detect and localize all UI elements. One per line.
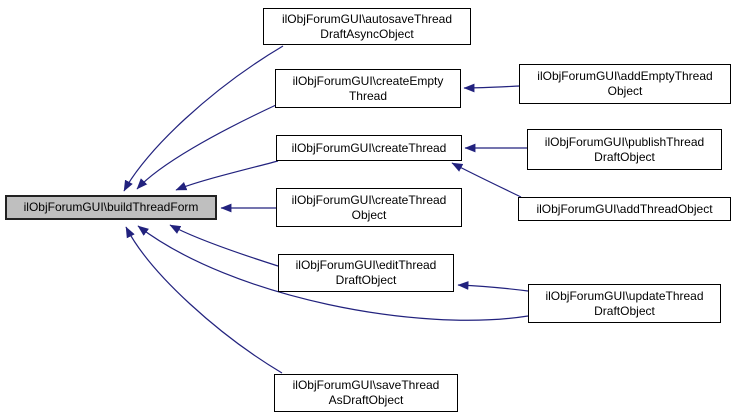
node-label: ilObjForumGUI\createEmpty Thread [292,73,444,103]
node-saveThreadAsDraftObject[interactable]: ilObjForumGUI\saveThread AsDraftObject [274,374,458,412]
node-createThreadObject[interactable]: ilObjForumGUI\createThread Object [276,188,462,227]
node-label: ilObjForumGUI\publishThread DraftObject [544,134,705,164]
edge-saveThreadAsDraftObject-buildThreadForm [125,226,283,374]
node-createEmptyThread[interactable]: ilObjForumGUI\createEmpty Thread [275,69,461,108]
node-label: ilObjForumGUI\autosaveThread DraftAsyncO… [281,11,453,41]
node-label: ilObjForumGUI\editThread DraftObject [295,258,437,287]
node-autosaveThreadDraftAsyncObject[interactable]: ilObjForumGUI\autosaveThread DraftAsyncO… [263,8,471,45]
node-label: ilObjForumGUI\addThreadObject [536,201,713,216]
edge-updateThreadDraftObject-editThreadDraftObject [457,281,529,292]
node-updateThreadDraftObject[interactable]: ilObjForumGUI\updateThread DraftObject [528,284,721,323]
node-label: ilObjForumGUI\addEmptyThread Object [537,69,713,98]
node-label: ilObjForumGUI\createThread Object [291,192,447,222]
edge-addEmptyThreadObject-createEmptyThread [463,83,520,93]
node-editThreadDraftObject[interactable]: ilObjForumGUI\editThread DraftObject [278,254,454,292]
edge-updateThreadDraftObject-buildThreadForm [137,225,529,321]
edge-addThreadObject-createThread [451,162,522,198]
node-addEmptyThreadObject[interactable]: ilObjForumGUI\addEmptyThread Object [519,64,731,104]
node-buildThreadForm: ilObjForumGUI\buildThreadForm [5,195,217,220]
node-label: ilObjForumGUI\buildThreadForm [23,200,199,214]
node-label: ilObjForumGUI\createThread [291,140,447,155]
edge-createEmptyThread-buildThreadForm [136,104,277,190]
edge-editThreadDraftObject-buildThreadForm [169,224,279,267]
node-createThread[interactable]: ilObjForumGUI\createThread [276,135,462,161]
node-addThreadObject[interactable]: ilObjForumGUI\addThreadObject [518,197,731,221]
node-label: ilObjForumGUI\updateThread DraftObject [545,288,704,318]
node-label: ilObjForumGUI\saveThread AsDraftObject [292,378,440,407]
node-publishThreadDraftObject[interactable]: ilObjForumGUI\publishThread DraftObject [527,129,722,170]
edge-createThread-buildThreadForm [175,160,279,191]
edge-autosaveThreadDraftAsyncObject-buildThreadForm [123,45,284,192]
